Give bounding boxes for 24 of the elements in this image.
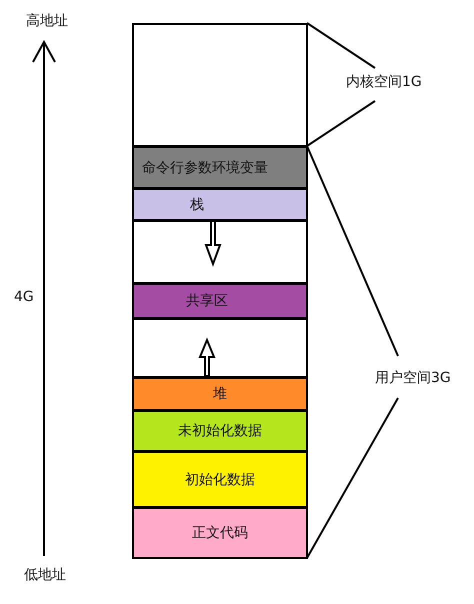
size-label: 4G: [14, 289, 34, 305]
kernel-space-box: [132, 23, 308, 147]
free-space-box: [132, 220, 308, 284]
region-label: 内核空间1G: [346, 73, 422, 91]
block-arrow: [204, 220, 222, 267]
region-label: 用户空间3G: [375, 369, 451, 387]
segment-label: 命令行参数环境变量: [142, 158, 268, 176]
segment-label: 初始化数据: [185, 470, 255, 488]
segment-label: 堆: [213, 385, 227, 403]
memory-segment: [132, 283, 308, 319]
memory-segment: [132, 451, 308, 508]
memory-segment: [132, 146, 308, 189]
memory-segment: [132, 188, 308, 221]
segment-label: 共享区: [186, 292, 228, 310]
free-space-box: [132, 318, 308, 378]
segment-label: 未初始化数据: [178, 422, 262, 440]
memory-segment: [132, 507, 308, 559]
address-label: 高地址: [26, 12, 68, 30]
segment-label: 正文代码: [192, 524, 248, 542]
block-arrow: [198, 337, 216, 377]
memory-segment: [132, 410, 308, 452]
segment-label: 栈: [190, 196, 204, 214]
address-label: 低地址: [24, 566, 66, 584]
memory-segment: [132, 377, 308, 411]
